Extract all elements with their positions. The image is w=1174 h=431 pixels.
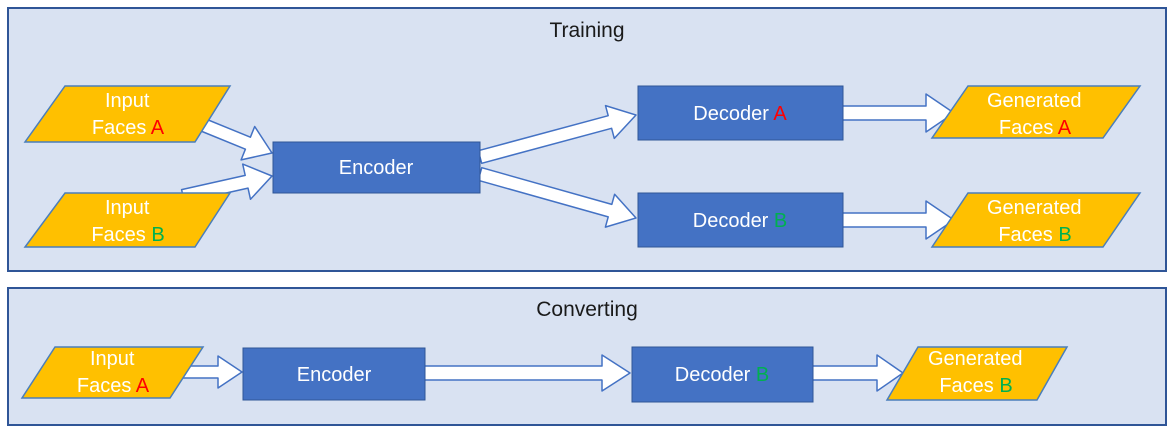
arrow-encoder-to-decoder-b-converting [422, 354, 631, 392]
arrow-decoder-b-to-generated-b-converting [810, 354, 904, 392]
input-faces-b-label: Input Faces B [91, 197, 164, 246]
arrow-encoder-to-decoder-a [477, 104, 637, 165]
generated-faces-b-shape [930, 192, 1142, 248]
decoder-b-label: Decoder B [693, 210, 788, 232]
decoder-b-shape [637, 192, 844, 248]
encoder-label: Encoder [339, 157, 414, 179]
training-title: Training [549, 19, 624, 42]
encoder-shape-converting [242, 347, 426, 401]
converting-title: Converting [536, 298, 638, 321]
encoder-shape [272, 141, 481, 194]
generated-faces-b-label: Generated Faces B [987, 197, 1087, 246]
input-faces-a-label: Input Faces A [92, 90, 165, 139]
arrow-decoder-a-to-generated-a [841, 93, 955, 133]
training-panel: Training Input Faces A Input Faces B Enc… [7, 7, 1167, 272]
input-faces-b-shape [23, 192, 232, 248]
input-faces-a-shape-converting [20, 346, 205, 399]
input-faces-a-label-converting: Input Faces A [77, 348, 150, 397]
decoder-a-label: Decoder A [693, 103, 787, 125]
generated-faces-b-shape-converting [885, 346, 1069, 401]
arrow-encoder-to-decoder-b [477, 166, 637, 228]
decoder-a-shape [637, 85, 844, 141]
generated-faces-b-label-converting: Generated Faces B [928, 348, 1028, 397]
generated-faces-a-shape [930, 85, 1142, 139]
generated-faces-a-label: Generated Faces A [987, 90, 1087, 139]
arrow-input-a-to-encoder-converting [181, 355, 243, 389]
decoder-b-shape-converting [631, 346, 814, 403]
encoder-label-converting: Encoder [297, 364, 372, 386]
input-faces-a-shape [23, 85, 232, 143]
arrow-decoder-b-to-generated-b [841, 200, 955, 240]
decoder-b-label-converting: Decoder B [675, 364, 770, 386]
converting-panel: Converting Input Faces A Encoder Decoder… [7, 287, 1167, 426]
